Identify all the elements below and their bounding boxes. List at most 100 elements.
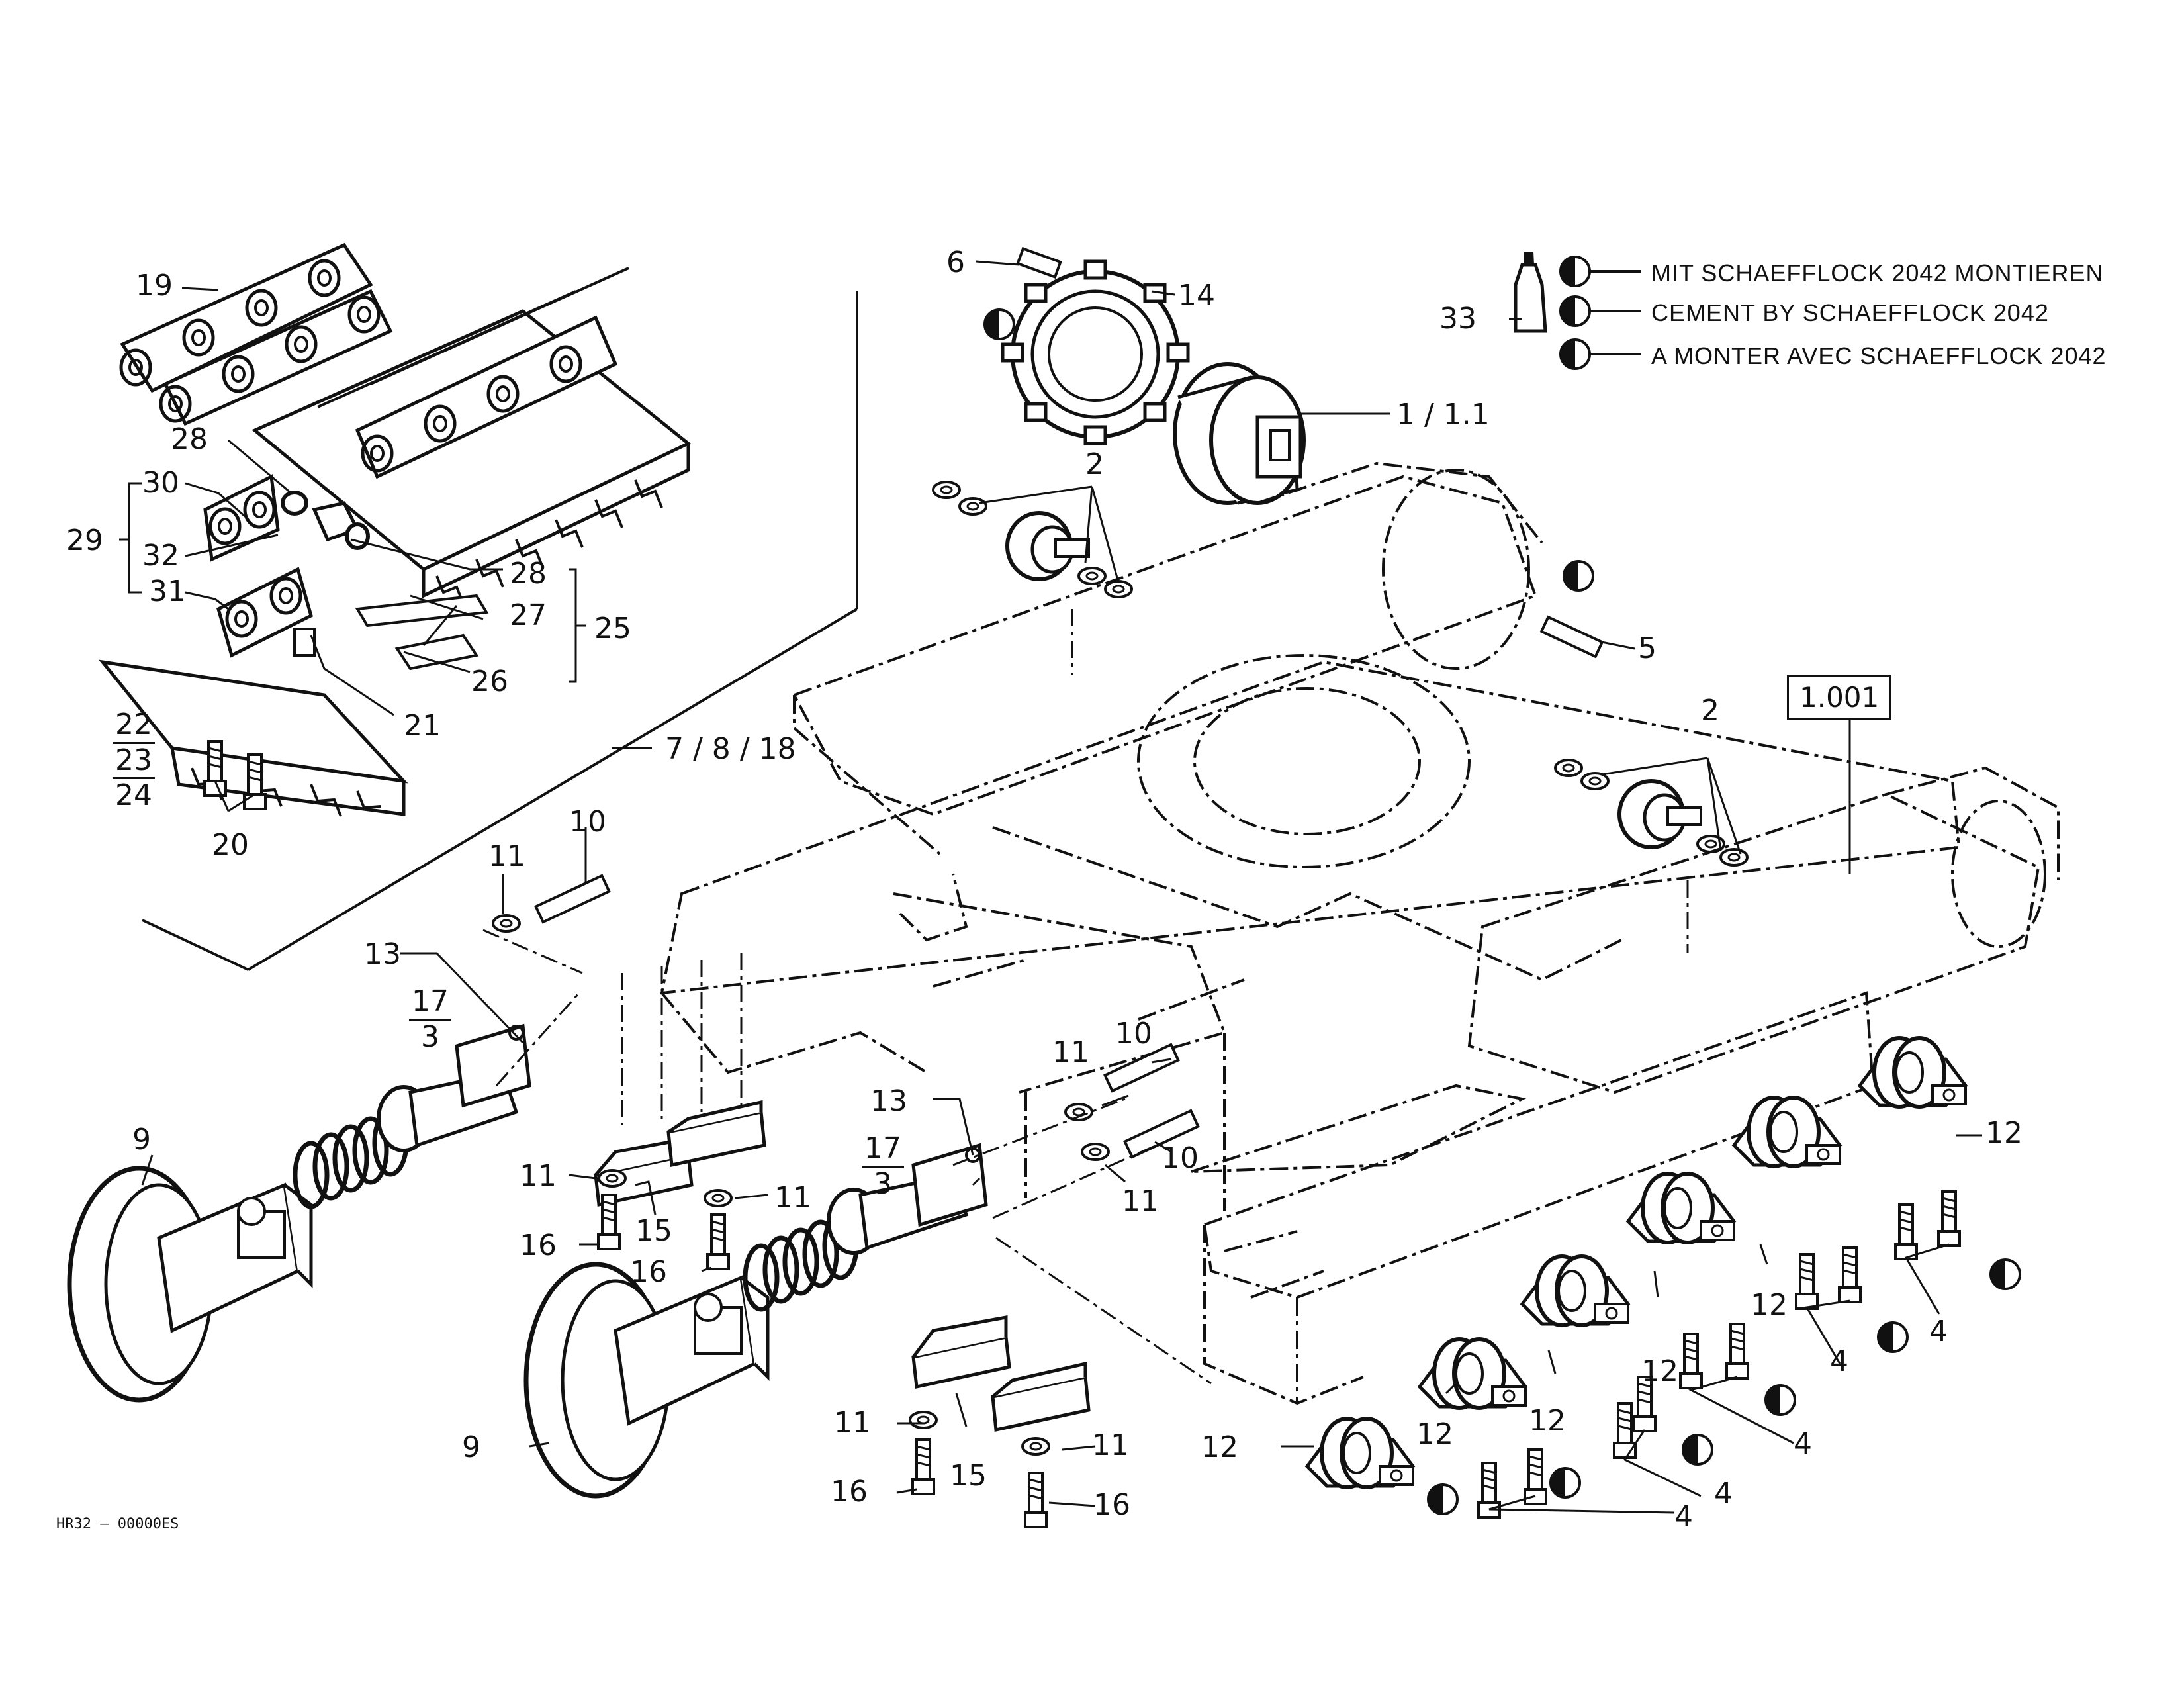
callout-13-b: 13	[870, 1084, 907, 1118]
sealant-marker-4a	[1427, 1483, 1459, 1515]
idler-9-right	[523, 1262, 770, 1499]
callout-12-e: 12	[1751, 1288, 1788, 1322]
callout-4-c: 4	[1794, 1427, 1812, 1461]
bolt-4-c1	[1679, 1333, 1703, 1389]
track-roller-12-f	[1860, 1038, 1966, 1107]
assembly-center-lines	[482, 609, 1689, 1385]
callout-2-upper: 2	[1085, 447, 1104, 481]
washer-11-c	[704, 1189, 733, 1207]
legend-english: CEMENT BY SCHAEFFLOCK 2042	[1651, 299, 2049, 326]
callout-12-b: 12	[1416, 1417, 1453, 1451]
callout-22: 22	[113, 708, 155, 744]
guide-bracket-15-right	[911, 1315, 1091, 1432]
callout-26: 26	[471, 665, 508, 698]
callout-2-lower: 2	[1701, 694, 1719, 727]
callout-10-b: 10	[1115, 1017, 1152, 1051]
carrier-roller-upper	[932, 481, 1133, 598]
callout-4-e: 4	[1929, 1315, 1948, 1348]
link-sub-assembly-29	[203, 474, 489, 671]
bolt-6	[1016, 246, 1062, 279]
callout-30: 30	[142, 466, 179, 500]
callout-10-a: 10	[569, 805, 606, 839]
inset-border	[142, 291, 858, 971]
callout-24: 24	[115, 778, 152, 813]
callout-4-a: 4	[1674, 1500, 1693, 1534]
callout-27: 27	[510, 598, 547, 632]
track-chain-19	[121, 242, 393, 426]
washer-11-f	[909, 1411, 938, 1429]
bolt-10-mid	[1103, 1043, 1200, 1159]
track-shoe-22	[99, 659, 408, 817]
bolt-4-e2	[1937, 1190, 1961, 1247]
callout-7-8-18: 7 / 8 / 18	[665, 732, 796, 766]
callout-28-b: 28	[510, 557, 547, 590]
callout-14: 14	[1178, 279, 1215, 312]
legend-marker-de	[1559, 256, 1591, 287]
callout-6: 6	[946, 246, 965, 279]
callout-17-b: 17	[862, 1131, 904, 1168]
track-roller-12-b	[1420, 1339, 1525, 1408]
callout-20: 20	[212, 828, 249, 862]
bolt-4-d1	[1795, 1253, 1819, 1310]
bolt-16-a	[597, 1194, 621, 1250]
callout-10-c: 10	[1161, 1141, 1199, 1175]
callout-11-a: 11	[488, 839, 525, 873]
callout-11-g: 11	[1092, 1429, 1129, 1462]
callout-11-f: 11	[834, 1406, 871, 1440]
callout-9-a: 9	[132, 1123, 151, 1156]
drawing-code: HR32 – 00000ES	[56, 1516, 179, 1532]
legend-french: A MONTER AVEC SCHAEFFLOCK 2042	[1651, 342, 2107, 369]
callout-12-f: 12	[1985, 1116, 2023, 1150]
callout-25: 25	[594, 612, 631, 645]
callout-31: 31	[149, 575, 186, 608]
legend-marker-en	[1559, 295, 1591, 327]
tension-cylinder-left	[377, 1023, 531, 1152]
glue-tube-33	[1514, 252, 1547, 333]
callout-17-3-a: 17 3	[409, 984, 451, 1054]
tension-spring-3-left	[293, 1108, 409, 1209]
washer-11-g	[1021, 1437, 1050, 1456]
reference-1-001: 1.001	[1787, 675, 1892, 720]
callout-1-1-1: 1 / 1.1	[1396, 398, 1490, 432]
callout-15-a: 15	[635, 1214, 672, 1248]
bolt-16-c	[911, 1438, 935, 1495]
idler-9-left	[67, 1166, 313, 1403]
guide-bracket-15-left	[594, 1100, 766, 1207]
bolt-4-c2	[1725, 1323, 1749, 1380]
bolt-16-d	[1024, 1472, 1048, 1528]
legend-german: MIT SCHAEFFLOCK 2042 MONTIEREN	[1651, 259, 2104, 287]
callout-22-23-24: 22 23 24	[113, 708, 155, 813]
callout-16-b: 16	[630, 1255, 667, 1289]
bolt-4-d2	[1838, 1246, 1862, 1303]
sealant-marker-5	[1563, 560, 1594, 592]
washer-11-a	[492, 914, 521, 933]
callout-12-d: 12	[1641, 1354, 1678, 1388]
callout-9-b: 9	[462, 1430, 480, 1464]
callout-17-3-b: 17 3	[862, 1131, 904, 1201]
callout-21: 21	[404, 709, 441, 743]
sealant-marker-4b	[1549, 1467, 1581, 1499]
bolt-4-e1	[1894, 1203, 1918, 1260]
callout-12-c: 12	[1529, 1404, 1566, 1438]
callout-11-e: 11	[1122, 1184, 1159, 1218]
callout-11-b: 11	[520, 1159, 557, 1193]
bolt-16-b	[706, 1213, 730, 1270]
callout-3-a: 3	[421, 1019, 439, 1054]
sealant-marker-4f	[1989, 1258, 2021, 1290]
tension-cylinder-right	[827, 1143, 988, 1255]
track-shoes	[251, 267, 692, 604]
callout-23: 23	[113, 743, 155, 780]
callout-5: 5	[1638, 632, 1657, 665]
bolt-10-top	[534, 874, 611, 924]
callout-33: 33	[1439, 302, 1477, 336]
washer-11-e	[1081, 1143, 1110, 1161]
track-roller-12-d	[1628, 1174, 1734, 1243]
callout-12-a: 12	[1201, 1430, 1238, 1464]
undercarriage-frame-1-001	[660, 461, 2060, 1405]
sealant-marker-4e	[1877, 1321, 1909, 1353]
callout-4-d: 4	[1830, 1344, 1848, 1378]
callout-16-d: 16	[1093, 1488, 1130, 1522]
callout-19: 19	[136, 269, 173, 303]
